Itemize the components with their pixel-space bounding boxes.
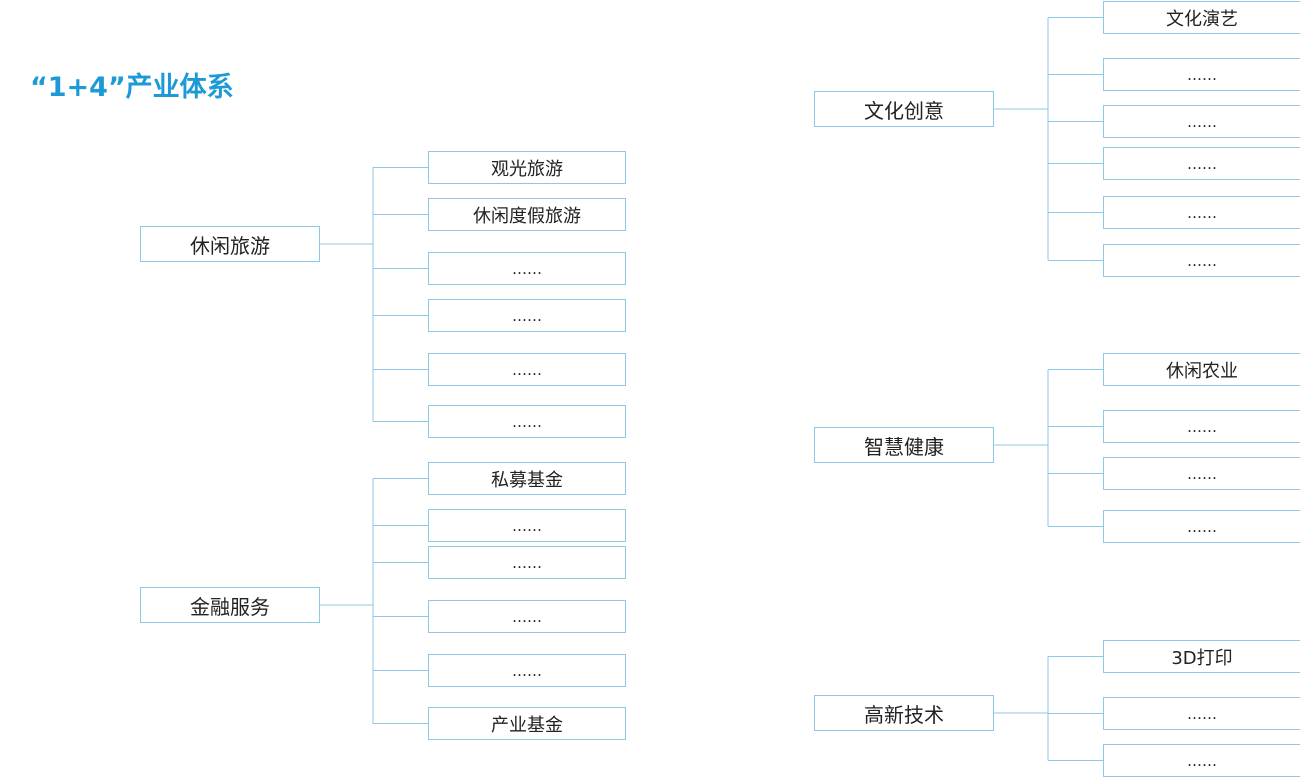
subcategory-node: ……: [428, 252, 626, 285]
subcategory-node: ……: [1103, 457, 1300, 490]
category-node-cultural-creative: 文化创意: [814, 91, 994, 127]
subcategory-node: ……: [1103, 410, 1300, 443]
subcategory-node: ……: [1103, 744, 1300, 777]
category-node-smart-health: 智慧健康: [814, 427, 994, 463]
subcategory-node: ……: [428, 509, 626, 542]
subcategory-node: ……: [1103, 697, 1300, 730]
subcategory-node: 3D打印: [1103, 640, 1300, 673]
subcategory-node: 观光旅游: [428, 151, 626, 184]
subcategory-node: ……: [428, 299, 626, 332]
category-node-high-tech: 高新技术: [814, 695, 994, 731]
subcategory-node: ……: [428, 600, 626, 633]
category-node-financial-services: 金融服务: [140, 587, 320, 623]
subcategory-node: 私募基金: [428, 462, 626, 495]
subcategory-node: ……: [1103, 58, 1300, 91]
subcategory-node: 文化演艺: [1103, 1, 1300, 34]
subcategory-node: ……: [1103, 105, 1300, 138]
subcategory-node: 休闲农业: [1103, 353, 1300, 386]
category-node-leisure-tourism: 休闲旅游: [140, 226, 320, 262]
subcategory-node: 休闲度假旅游: [428, 198, 626, 231]
subcategory-node: ……: [428, 353, 626, 386]
subcategory-node: ……: [1103, 147, 1300, 180]
page-title: “1+4”产业体系: [30, 72, 234, 103]
subcategory-node: ……: [428, 405, 626, 438]
subcategory-node: 产业基金: [428, 707, 626, 740]
subcategory-node: ……: [1103, 244, 1300, 277]
subcategory-node: ……: [1103, 196, 1300, 229]
subcategory-node: ……: [428, 654, 626, 687]
subcategory-node: ……: [1103, 510, 1300, 543]
subcategory-node: ……: [428, 546, 626, 579]
